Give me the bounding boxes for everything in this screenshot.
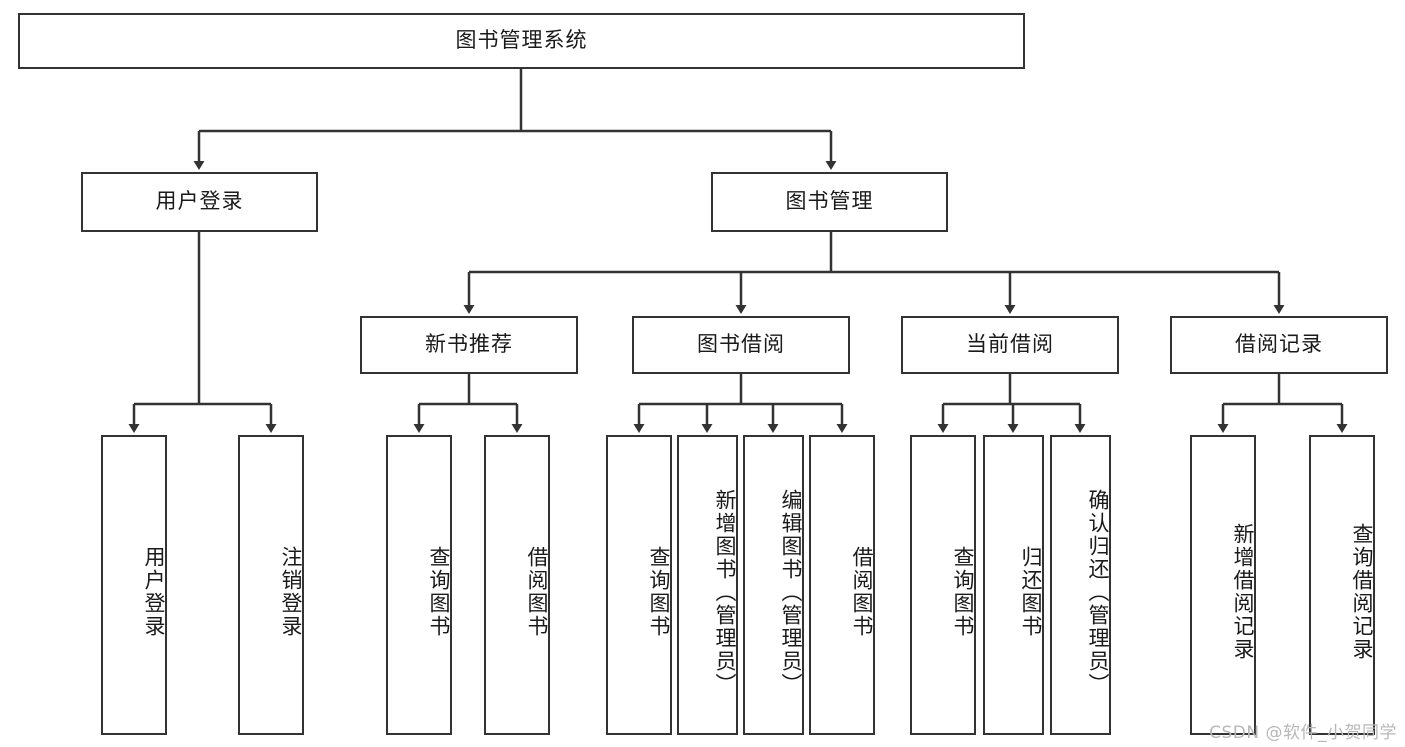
node-book-borrow[interactable]: 图书借阅 <box>632 316 850 374</box>
node-borrow-record[interactable]: 借阅记录 <box>1170 316 1388 374</box>
leaf-borrow-book-recommend[interactable]: 借阅图书 <box>484 435 550 735</box>
leaf-query-borrow-record-label: 查询借阅记录 <box>1350 523 1374 661</box>
leaf-query-book-current-label: 查询图书 <box>951 546 975 638</box>
leaf-query-book-recommend[interactable]: 查询图书 <box>386 435 452 735</box>
leaf-confirm-return-admin-label: 确认归还（管理员） <box>1086 488 1110 696</box>
leaf-add-borrow-record-label: 新增借阅记录 <box>1231 523 1255 661</box>
node-current-borrow[interactable]: 当前借阅 <box>901 316 1119 374</box>
leaf-add-book-admin[interactable]: 新增图书（管理员） <box>677 435 738 735</box>
node-book-borrow-label: 图书借阅 <box>697 332 785 357</box>
node-book-management-label: 图书管理 <box>785 189 874 214</box>
leaf-add-borrow-record[interactable]: 新增借阅记录 <box>1190 435 1256 735</box>
leaf-logout[interactable]: 注销登录 <box>238 435 304 735</box>
node-new-book-recommend-label: 新书推荐 <box>425 332 513 357</box>
node-current-borrow-label: 当前借阅 <box>966 332 1054 357</box>
connector-bookmgmt-to-level3 <box>463 232 1285 314</box>
leaf-user-login-label: 用户登录 <box>142 546 166 638</box>
node-user-login[interactable]: 用户登录 <box>81 172 318 232</box>
node-root[interactable]: 图书管理系统 <box>18 13 1025 69</box>
connector-currentborrow-to-leaves <box>937 374 1086 433</box>
leaf-return-book-label: 归还图书 <box>1019 546 1043 638</box>
leaf-return-book[interactable]: 归还图书 <box>983 435 1044 735</box>
connector-bookborrow-to-leaves <box>633 374 848 433</box>
node-user-login-label: 用户登录 <box>155 189 244 214</box>
connector-newbook-to-leaves <box>413 374 523 433</box>
connector-root-to-level2 <box>193 69 837 170</box>
leaf-user-login[interactable]: 用户登录 <box>101 435 167 735</box>
node-borrow-record-label: 借阅记录 <box>1235 332 1323 357</box>
node-book-management[interactable]: 图书管理 <box>711 172 948 232</box>
node-root-label: 图书管理系统 <box>455 28 588 53</box>
leaf-query-book-current[interactable]: 查询图书 <box>910 435 976 735</box>
leaf-query-borrow-record[interactable]: 查询借阅记录 <box>1309 435 1375 735</box>
leaf-edit-book-admin-label: 编辑图书（管理员） <box>779 488 803 696</box>
leaf-borrow-book-recommend-label: 借阅图书 <box>525 546 549 638</box>
connector-borrowrecord-to-leaves <box>1217 374 1348 433</box>
leaf-query-book-borrow[interactable]: 查询图书 <box>606 435 672 735</box>
leaf-add-book-admin-label: 新增图书（管理员） <box>713 488 737 696</box>
leaf-query-book-borrow-label: 查询图书 <box>647 546 671 638</box>
leaf-edit-book-admin[interactable]: 编辑图书（管理员） <box>743 435 804 735</box>
leaf-query-book-recommend-label: 查询图书 <box>427 546 451 638</box>
connector-userlogin-to-leaves <box>128 232 277 433</box>
leaf-borrow-book[interactable]: 借阅图书 <box>809 435 875 735</box>
node-new-book-recommend[interactable]: 新书推荐 <box>360 316 578 374</box>
csdn-watermark: CSDN @软件_小贺同学 <box>1209 723 1397 743</box>
leaf-borrow-book-label: 借阅图书 <box>850 546 874 638</box>
leaf-logout-label: 注销登录 <box>279 546 303 638</box>
leaf-confirm-return-admin[interactable]: 确认归还（管理员） <box>1050 435 1111 735</box>
